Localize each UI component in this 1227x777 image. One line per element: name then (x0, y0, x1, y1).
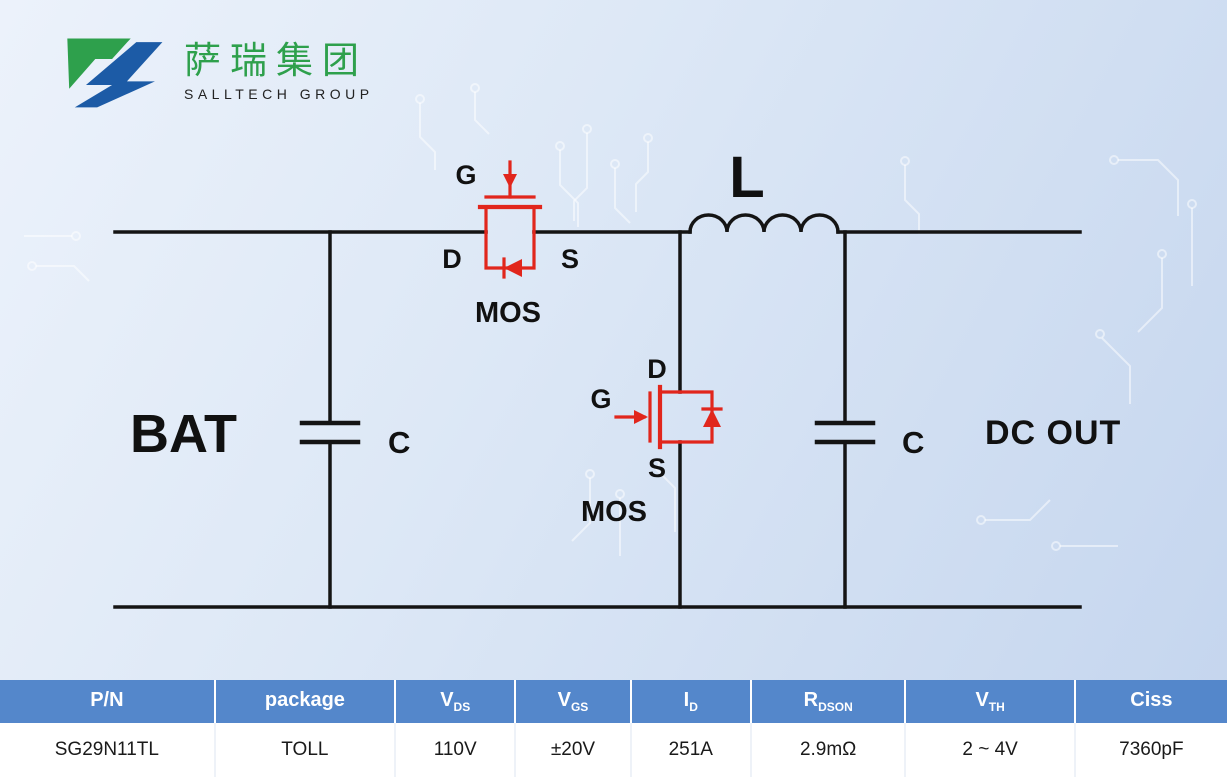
spec-table-data-row: SG29N11TL TOLL 110V ±20V 251A 2.9mΩ 2 ~ … (0, 723, 1227, 777)
bat-label: BAT (130, 404, 237, 464)
company-name-en: SALLTECH GROUP (184, 85, 374, 102)
high-side-mosfet-symbol (477, 160, 543, 279)
spec-table-header-row: P/N package VDS VGS ID RDSON VTH Ciss (0, 680, 1227, 723)
mos-low-name-label: MOS (581, 496, 647, 528)
header-package-text: package (264, 689, 345, 711)
header-rdson: RDSON (750, 680, 907, 723)
mos-low-drain-label: D (647, 354, 667, 384)
cell-ciss: 7360pF (1074, 723, 1227, 777)
cell-id: 251A (630, 723, 752, 777)
header-pn-text: P/N (90, 689, 124, 711)
header-vth: VTH (905, 680, 1076, 723)
mos-low-source-label: S (648, 453, 666, 483)
mos-high-source-label: S (561, 244, 579, 274)
header-ciss-text: Ciss (1130, 689, 1173, 711)
mos-low-gate-label: G (590, 384, 611, 414)
cell-package: TOLL (214, 723, 397, 777)
spec-table: P/N package VDS VGS ID RDSON VTH Ciss SG… (0, 680, 1227, 777)
cell-vth: 2 ~ 4V (905, 723, 1076, 777)
header-package: package (214, 680, 397, 723)
logo: 萨瑞集团 SALLTECH GROUP (58, 33, 374, 111)
header-vgs-text: V (557, 689, 571, 711)
mos-high-gate-label: G (455, 160, 476, 190)
mos-high-drain-label: D (442, 244, 462, 274)
mos-high-name-label: MOS (475, 297, 541, 329)
header-id: ID (630, 680, 752, 723)
output-capacitor (814, 230, 876, 609)
salltech-logo-icon (67, 38, 163, 108)
header-ciss: Ciss (1074, 680, 1227, 723)
header-vth-text: V (975, 689, 989, 711)
cap-left-label: C (388, 425, 410, 460)
logo-text: 萨瑞集团 SALLTECH GROUP (184, 41, 374, 102)
header-vds-text: V (440, 689, 454, 711)
inductor-coil (688, 213, 840, 234)
header-rdson-sub: DSON (818, 700, 853, 714)
dc-out-label: DC OUT (985, 414, 1121, 452)
header-vgs-sub: GS (570, 700, 589, 714)
cell-pn: SG29N11TL (0, 723, 216, 777)
header-vds-sub: DS (453, 700, 471, 714)
header-id-text: I (683, 689, 690, 711)
inductor-label: L (729, 145, 764, 210)
header-vgs: VGS (515, 680, 632, 723)
header-vth-sub: TH (988, 700, 1005, 714)
header-id-sub: D (689, 700, 698, 714)
input-capacitor (299, 230, 361, 609)
cap-right-label: C (902, 425, 924, 460)
header-pn: P/N (0, 680, 216, 723)
cell-vgs: ±20V (515, 723, 632, 777)
company-name-cn: 萨瑞集团 (184, 41, 368, 83)
pcb-trace-pattern (24, 83, 1197, 556)
header-vds: VDS (395, 680, 517, 723)
header-rdson-text: R (803, 689, 819, 711)
cell-rdson: 2.9mΩ (750, 723, 907, 777)
low-side-mosfet-symbol (614, 384, 723, 450)
cell-vds: 110V (395, 723, 517, 777)
